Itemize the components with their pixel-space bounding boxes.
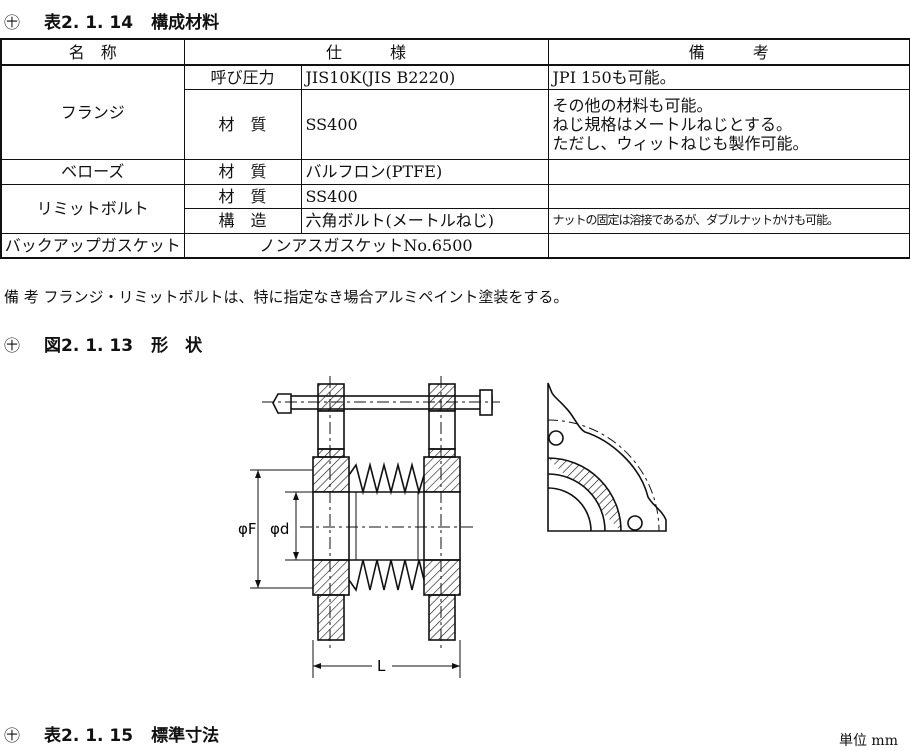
note-line: ただし、ウィットねじも製作可能。 (552, 133, 809, 153)
label-phiF: φF (238, 520, 257, 538)
row-name-flange: フランジ (0, 64, 185, 160)
table-title: 標準寸法 (151, 726, 220, 746)
header-name: 名 称 (0, 38, 185, 66)
note-line: ねじ規格はメートルねじとする。 (552, 114, 793, 134)
value-pressure: JIS10K(JIS B2220) (300, 64, 549, 90)
table-row: バックアップガスケット ノンアスガスケットNo.6500 (0, 232, 910, 259)
figure-heading: ㊉ 図2. 1. 13 形 状 (4, 331, 203, 357)
bolt-head (272, 393, 292, 414)
value-bolt-structure: 六角ボルト(メートルねじ) (300, 207, 549, 234)
table-number: 表2. 1. 15 (44, 726, 134, 746)
note-bolt-structure: ナットの固定は溶接であるが、ダブルナットかけも可能。 (547, 207, 910, 234)
circle-mark-icon: ㊉ (4, 725, 21, 745)
note-bolt-material (547, 183, 910, 209)
note-pressure: JPI 150も可能。 (547, 64, 910, 90)
table-title: 構成材料 (151, 13, 220, 33)
table-row: ベローズ 材 質 バルフロン(PTFE) (0, 158, 910, 185)
table-row: 材 質 SS400 その他の材料も可能。 ねじ規格はメートルねじとする。 ただし… (1, 88, 910, 160)
item-pressure: 呼び圧力 (183, 64, 302, 90)
item-bolt-structure: 構 造 (183, 207, 302, 234)
note-gasket (547, 232, 910, 259)
figure-number: 図2. 1. 13 (44, 336, 134, 356)
materials-table: 名 称 仕 様 備 考 フランジ 呼び圧力 JIS10K(JIS B2220) … (0, 38, 910, 259)
label-L: L (377, 657, 386, 675)
circle-mark-icon: ㊉ (4, 12, 21, 32)
remarks-note: 備 考 フランジ・リミットボルトは、特に指定なき場合アルミペイント塗装をする。 (4, 288, 569, 306)
row-name-bellows: ベローズ (0, 158, 185, 185)
right-flange-bottom (428, 594, 456, 641)
note-line: その他の材料も可能。 (552, 95, 713, 115)
table-heading: ㊉ 表2. 1. 14 構成材料 (4, 8, 220, 34)
row-name-limit-bolt: リミットボルト (0, 183, 185, 234)
circle-mark-icon: ㊉ (4, 335, 21, 355)
table-row: 構 造 六角ボルト(メートルねじ) ナットの固定は溶接であるが、ダブルナットかけ… (1, 207, 910, 234)
note-material: その他の材料も可能。 ねじ規格はメートルねじとする。 ただし、ウィットねじも製作… (547, 88, 910, 160)
row-name-gasket: バックアップガスケット (0, 232, 185, 259)
figure-title: 形 状 (151, 336, 203, 356)
unit-label: 単位 mm (838, 733, 898, 749)
flange-side-view (547, 382, 667, 532)
table-number: 表2. 1. 14 (44, 13, 134, 33)
label-phid: φd (270, 520, 289, 538)
table-row: フランジ 呼び圧力 JIS10K(JIS B2220) JPI 150も可能。 (0, 64, 910, 160)
value-material: SS400 (300, 88, 549, 160)
bellows-top (348, 461, 425, 496)
value-bolt-material: SS400 (300, 183, 549, 209)
table-row: リミットボルト 材 質 SS400 (0, 183, 910, 234)
right-flange-top (428, 383, 456, 412)
header-remarks: 備 考 (547, 38, 910, 66)
bellows-bottom (348, 559, 425, 592)
value-gasket: ノンアスガスケットNo.6500 (183, 232, 549, 259)
left-flange-bottom (317, 594, 345, 641)
next-table-heading: ㊉ 表2. 1. 15 標準寸法 (4, 721, 220, 747)
left-flange-top (317, 383, 345, 412)
